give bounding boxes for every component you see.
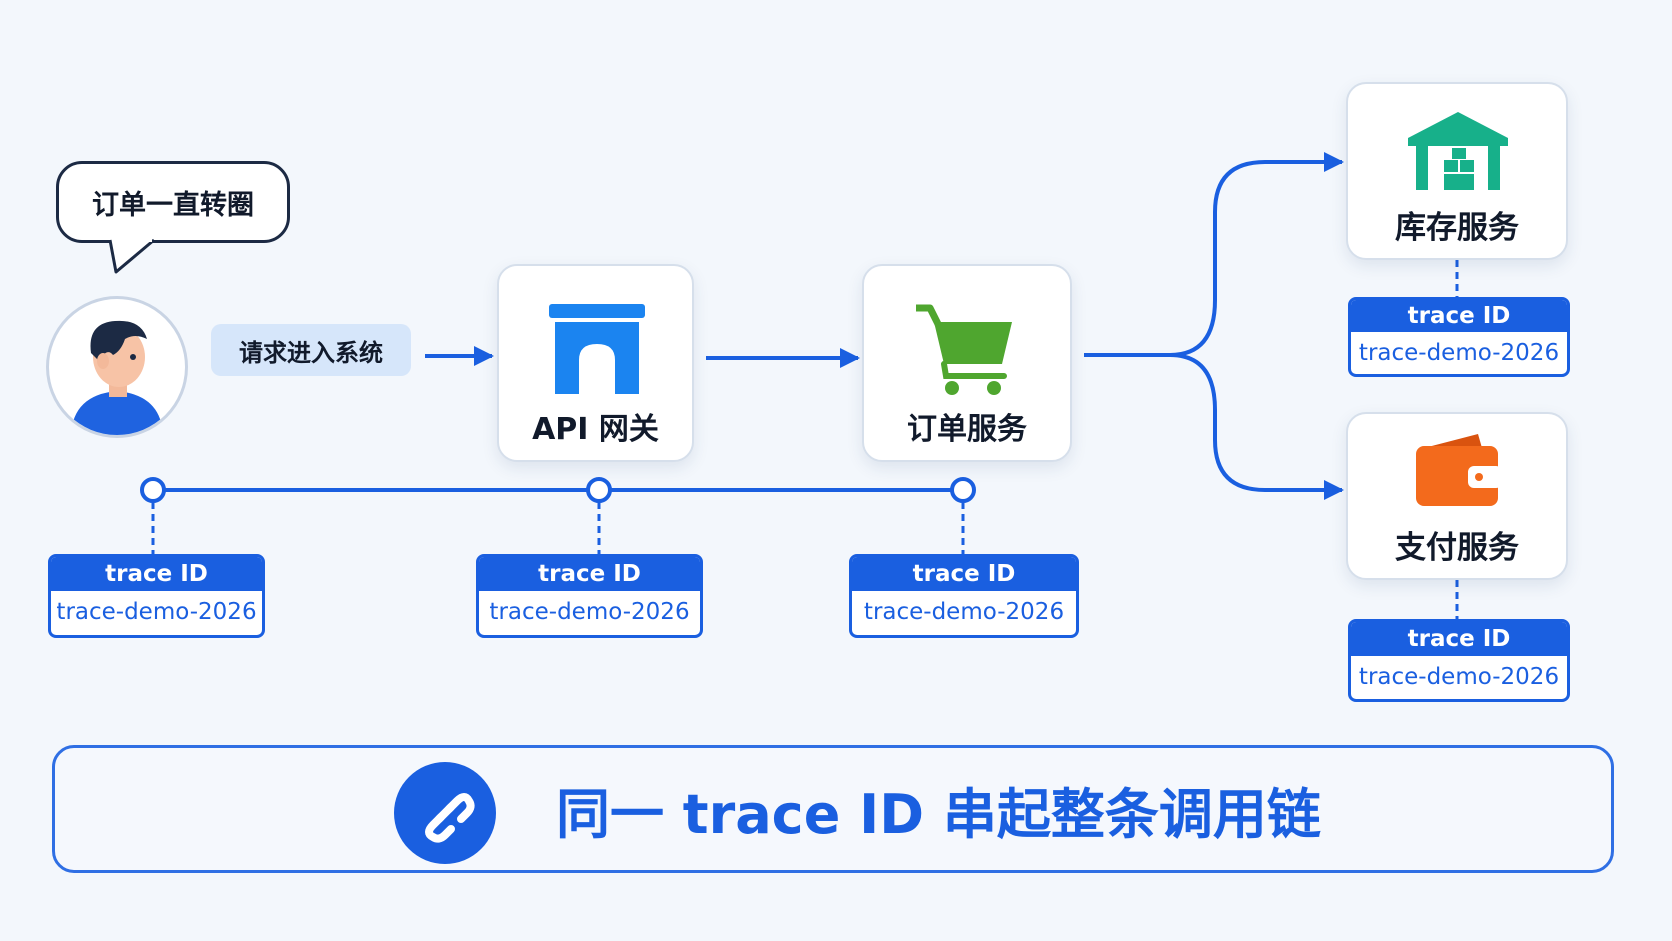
trace-tag-value: trace-demo-2026: [489, 599, 690, 625]
api-gateway-node[interactable]: API 网关: [497, 264, 694, 462]
timeline-node-user: [140, 477, 166, 503]
wallet-icon: [1416, 434, 1502, 506]
speech-bubble: 订单一直转圈: [56, 161, 290, 243]
inventory-service-node[interactable]: 库存服务: [1346, 82, 1568, 260]
summary-banner: [52, 745, 1614, 873]
user-avatar: [46, 296, 188, 438]
trace-tag-value: trace-demo-2026: [1358, 664, 1560, 690]
trace-tag-gateway: trace ID trace-demo-2026: [476, 554, 703, 638]
gateway-arch-icon: [549, 304, 645, 394]
timeline-node-order: [950, 477, 976, 503]
trace-tag-order: trace ID trace-demo-2026: [849, 554, 1079, 638]
warehouse-icon: [1408, 112, 1508, 190]
trace-tag-value: trace-demo-2026: [56, 599, 257, 625]
payment-service-label: 支付服务: [1395, 530, 1519, 566]
trace-tag-title: trace ID: [852, 557, 1076, 591]
inventory-service-label: 库存服务: [1395, 210, 1519, 246]
trace-tag-title: trace ID: [1351, 622, 1567, 656]
trace-tag-inventory: trace ID trace-demo-2026: [1348, 297, 1570, 377]
request-label-text: 请求进入系统: [239, 338, 383, 367]
timeline-node-gateway: [586, 477, 612, 503]
shopping-cart-icon: [916, 304, 1012, 395]
banner-text: 同一 trace ID 串起整条调用链: [556, 783, 1321, 846]
trace-tag-title: trace ID: [479, 557, 700, 591]
banner-link-badge: [394, 762, 496, 864]
speech-bubble-tail: [108, 238, 155, 274]
order-service-node[interactable]: 订单服务: [862, 264, 1072, 462]
payment-service-node[interactable]: 支付服务: [1346, 412, 1568, 580]
trace-tag-user: trace ID trace-demo-2026: [48, 554, 265, 638]
gateway-label: API 网关: [532, 412, 659, 447]
link-chain-icon: [425, 793, 475, 843]
order-service-label: 订单服务: [907, 412, 1027, 447]
trace-tag-value: trace-demo-2026: [863, 599, 1065, 625]
trace-tag-title: trace ID: [51, 557, 262, 591]
user-icon: [71, 320, 163, 435]
request-label: 请求进入系统: [211, 324, 411, 376]
speech-bubble-text: 订单一直转圈: [92, 189, 254, 221]
trace-tag-title: trace ID: [1351, 300, 1567, 332]
arrow-order-to-payment: [1169, 353, 1344, 500]
trace-tag-payment: trace ID trace-demo-2026: [1348, 619, 1570, 702]
trace-tag-value: trace-demo-2026: [1358, 340, 1560, 366]
arrow-order-to-inventory: [1084, 152, 1344, 357]
